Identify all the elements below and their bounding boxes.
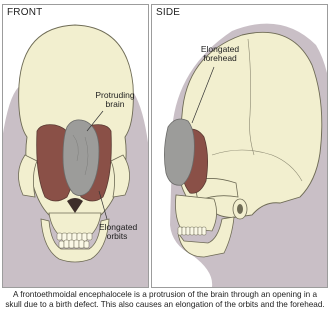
side-view-panel: SIDE Elongated forehead bbox=[151, 4, 328, 288]
elongated-forehead-label: Elongated forehead bbox=[196, 45, 244, 63]
front-view-panel: FRONT bbox=[2, 4, 149, 288]
front-maxilla bbox=[49, 213, 101, 235]
protruding-brain-label: Protruding brain bbox=[95, 91, 135, 109]
side-teeth bbox=[178, 227, 206, 235]
side-maxilla bbox=[176, 195, 217, 231]
front-lower-teeth bbox=[59, 240, 89, 248]
front-skull-illustration bbox=[3, 5, 148, 287]
elongated-orbits-label: Elongated orbits bbox=[99, 223, 135, 241]
figure-caption: A frontoethmoidal encephalocele is a pro… bbox=[4, 290, 326, 310]
